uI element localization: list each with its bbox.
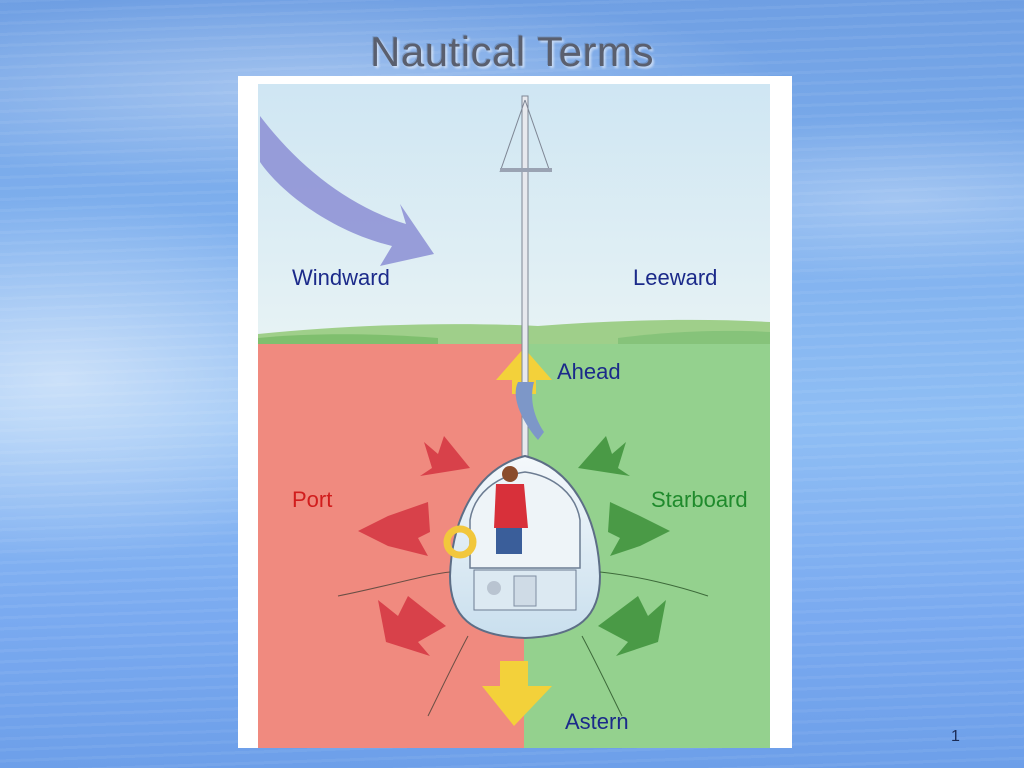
furled-sail xyxy=(515,382,544,440)
ahead-label: Ahead xyxy=(557,359,621,384)
windward-label: Windward xyxy=(292,265,390,290)
slide-title: Nautical Terms xyxy=(370,28,654,75)
starboard-arrow-icon xyxy=(608,502,670,556)
sailor-head xyxy=(502,466,518,482)
wind-arrow-icon xyxy=(260,116,434,266)
nautical-illustration-panel: Windward Leeward Ahead Port Starboard As… xyxy=(238,76,792,748)
illustration-svg xyxy=(258,84,770,748)
port-arrow-icon xyxy=(358,502,430,556)
starboard-aft-arrow-icon xyxy=(598,596,666,656)
port-label: Port xyxy=(292,487,333,512)
page-number: 1 xyxy=(951,728,960,745)
starboard-forward-arrow-icon xyxy=(578,436,630,476)
leeward-label: Leeward xyxy=(633,265,718,290)
starboard-label: Starboard xyxy=(651,487,748,512)
port-forward-arrow-icon xyxy=(420,436,470,476)
astern-arrow-icon xyxy=(482,661,552,726)
life-ring xyxy=(443,525,477,559)
astern-label: Astern xyxy=(565,709,629,734)
port-aft-arrow-icon xyxy=(378,596,446,656)
sailor-body xyxy=(494,484,528,528)
